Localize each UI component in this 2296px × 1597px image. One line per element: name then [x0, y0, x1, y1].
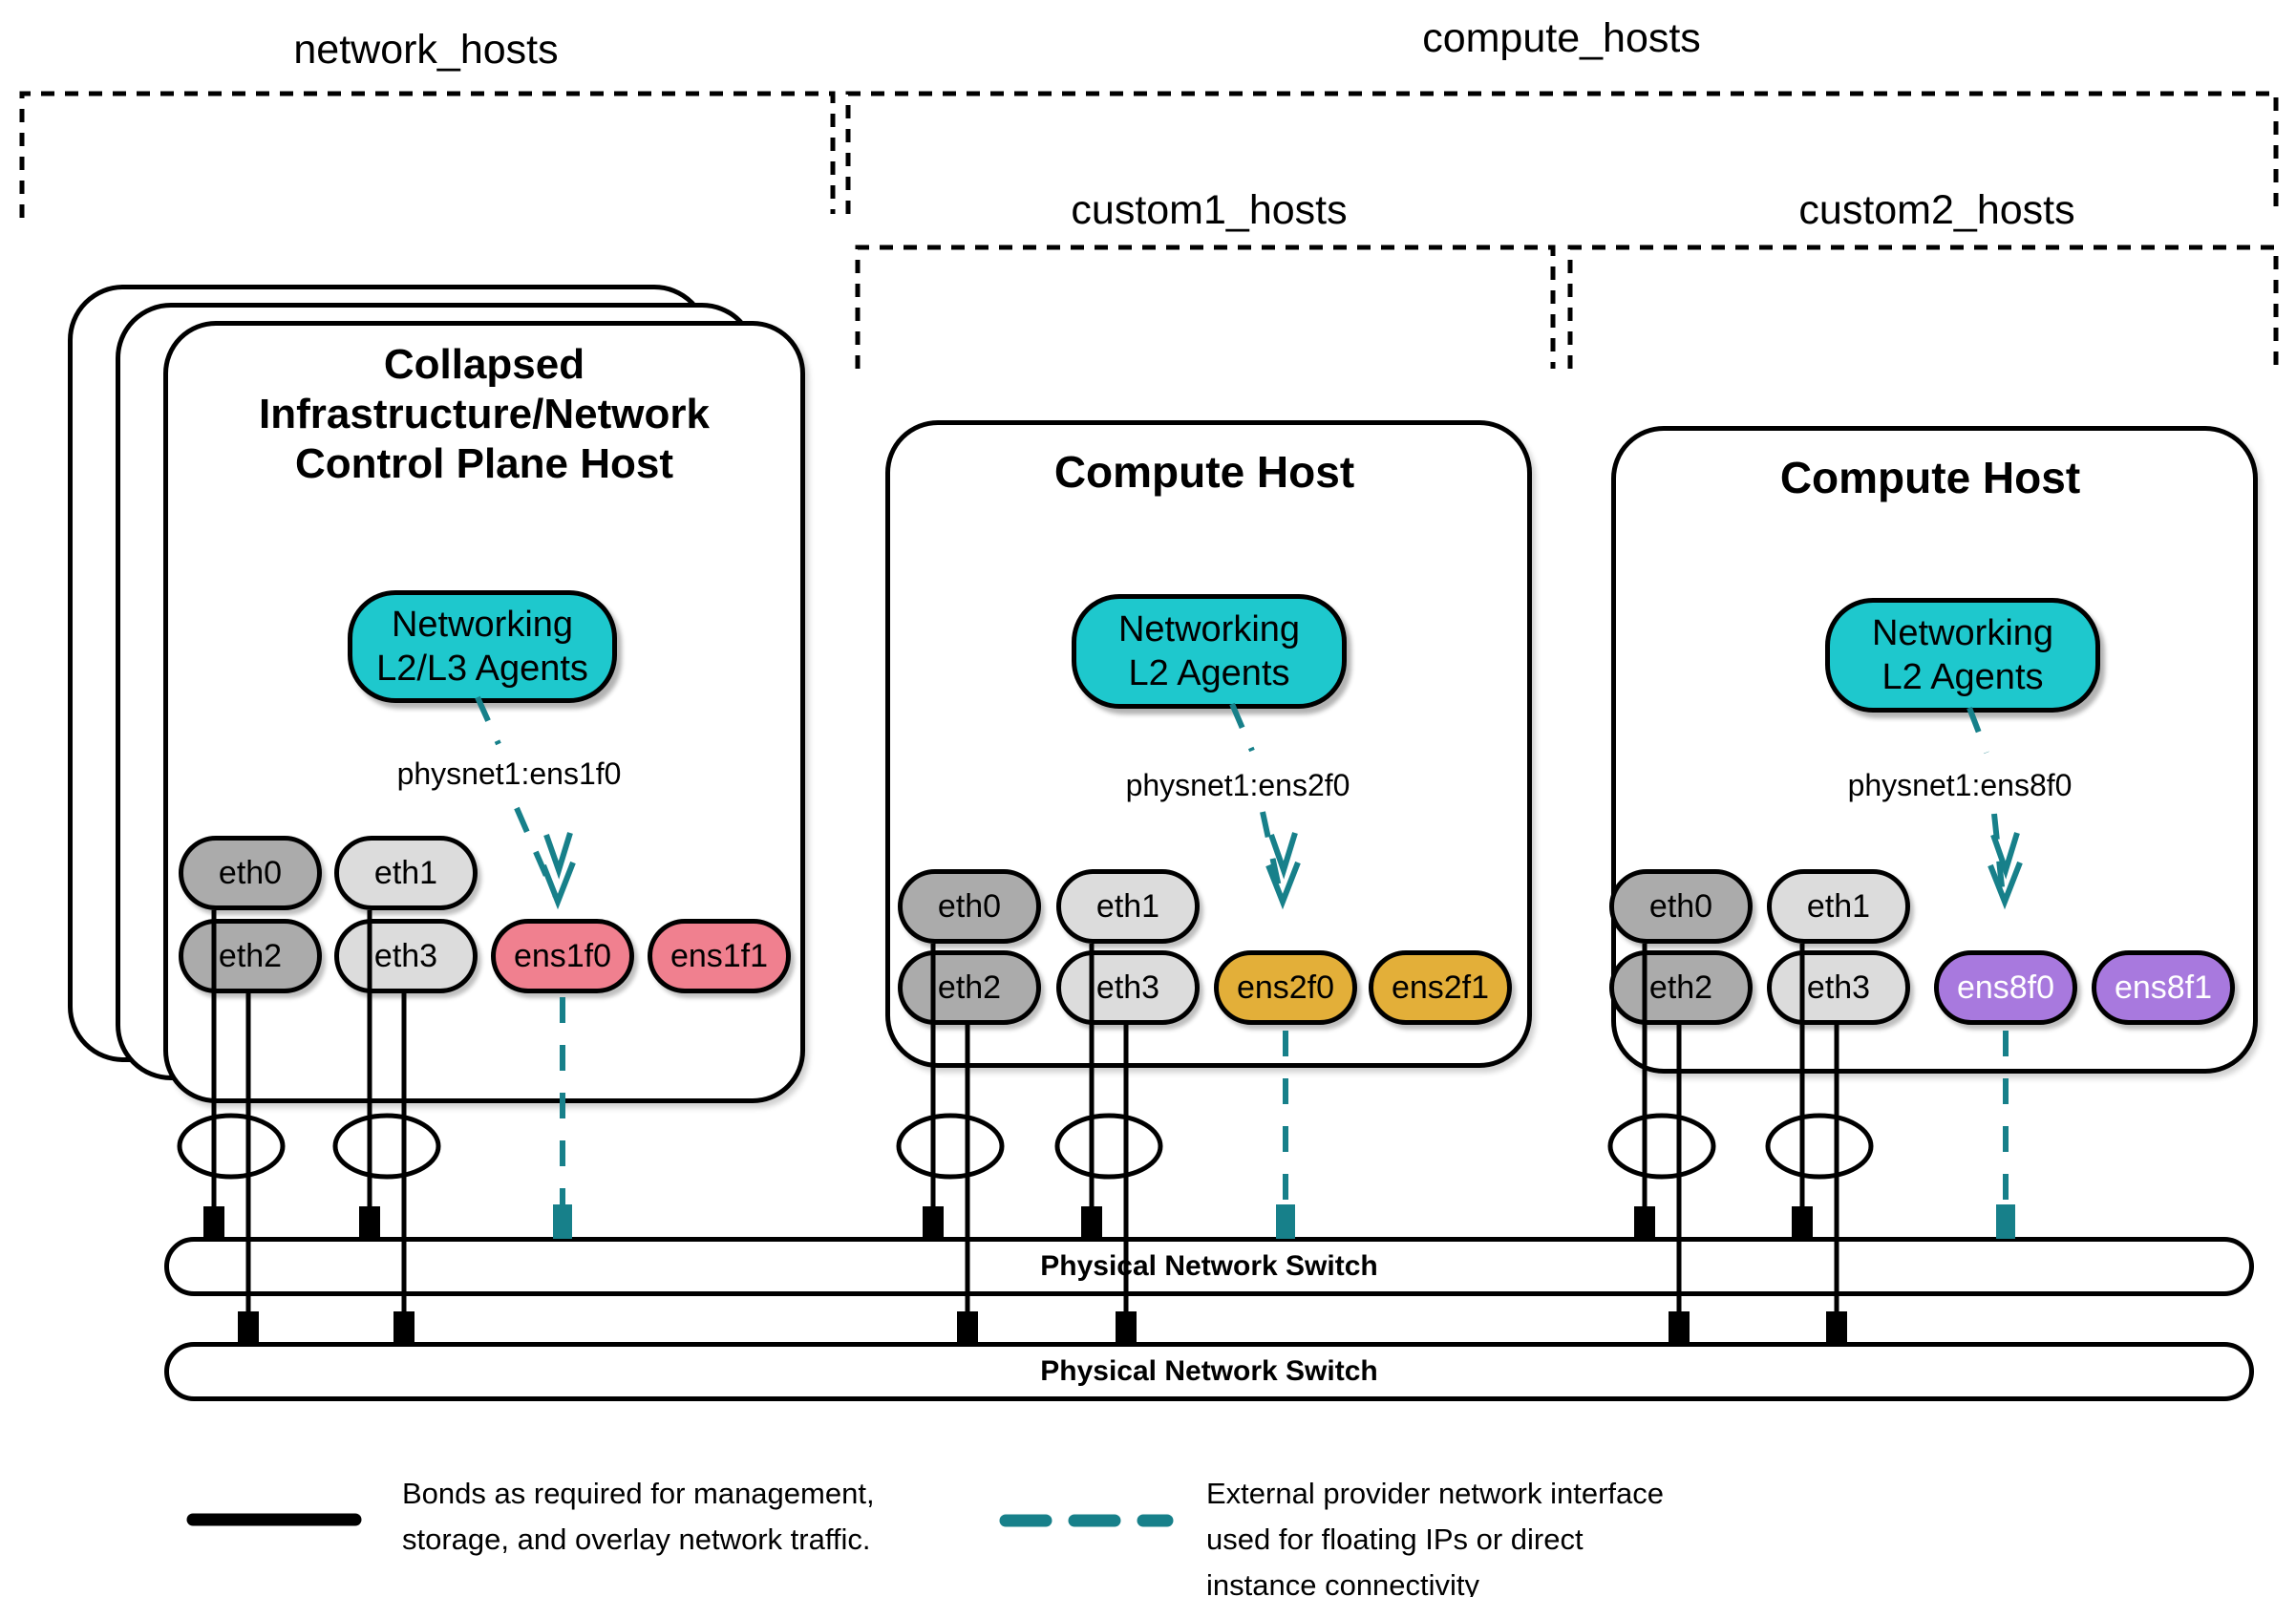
group-label-compute-hosts: compute_hosts: [1422, 15, 1701, 61]
nic-pill-ens8f1: ens8f1: [2092, 950, 2235, 1025]
nic-pill-ens8f0: ens8f0: [1934, 950, 2077, 1025]
nic-pill-ens1f1: ens1f1: [648, 919, 791, 993]
bond-ellipse: [332, 1113, 441, 1180]
bond-ellipse: [1765, 1113, 1874, 1180]
agent-box-l2-compute-1: Networking L2 Agents: [1072, 594, 1347, 709]
bond-ellipse: [177, 1113, 286, 1180]
bracket-network-hosts: [19, 91, 836, 218]
nic-pill-eth2: eth2: [898, 950, 1041, 1025]
group-label-network-hosts: network_hosts: [293, 27, 559, 73]
bracket-custom1-hosts: [855, 245, 1556, 369]
nic-pill-eth1: eth1: [334, 836, 478, 910]
nic-pill-eth0: eth0: [898, 869, 1041, 944]
host-title-compute-1: Compute Host: [1053, 447, 1355, 497]
nic-pill-eth3: eth3: [334, 919, 478, 993]
physical-switch-1: Physical Network Switch: [164, 1237, 2254, 1296]
host-title-compute-2: Compute Host: [1779, 453, 2081, 502]
nic-pill-eth1: eth1: [1767, 869, 1910, 944]
physical-switch-1-label: Physical Network Switch: [1040, 1250, 1378, 1282]
physical-switch-2-label: Physical Network Switch: [1040, 1355, 1378, 1387]
nic-pill-ens1f0: ens1f0: [491, 919, 634, 993]
nic-pill-eth2: eth2: [1609, 950, 1753, 1025]
agent-box-l2l3: Networking L2/L3 Agents: [348, 590, 617, 703]
physnet-label-ens8f0: physnet1:ens8f0: [1847, 768, 2073, 802]
physical-switch-2: Physical Network Switch: [164, 1342, 2254, 1401]
bond-ellipse: [896, 1113, 1005, 1180]
physnet-label-ens1f0: physnet1:ens1f0: [396, 756, 622, 791]
nic-pill-eth1: eth1: [1056, 869, 1200, 944]
nic-pill-eth2: eth2: [179, 919, 322, 993]
nic-pill-ens2f0: ens2f0: [1214, 950, 1357, 1025]
nic-pill-eth0: eth0: [179, 836, 322, 910]
agent-box-l2-compute-2: Networking L2 Agents: [1825, 598, 2100, 713]
host-title-control-plane: Collapsed Infrastructure/Network Control…: [259, 341, 710, 487]
nic-pill-ens2f1: ens2f1: [1369, 950, 1512, 1025]
bond-ellipse: [1054, 1113, 1163, 1180]
nic-pill-eth3: eth3: [1056, 950, 1200, 1025]
bracket-custom2-hosts: [1567, 245, 2279, 369]
legend-bond-text: Bonds as required for management, storag…: [402, 1477, 875, 1556]
provider-switch-connectors: [553, 1204, 2015, 1239]
group-label-custom1-hosts: custom1_hosts: [1071, 187, 1348, 233]
physnet-label-ens2f0: physnet1:ens2f0: [1125, 768, 1350, 802]
bond-ellipse: [1607, 1113, 1716, 1180]
legend-external-text: External provider network interface used…: [1206, 1477, 1665, 1597]
group-label-custom2-hosts: custom2_hosts: [1798, 187, 2075, 233]
nic-pill-eth0: eth0: [1609, 869, 1753, 944]
nic-pill-eth3: eth3: [1767, 950, 1910, 1025]
